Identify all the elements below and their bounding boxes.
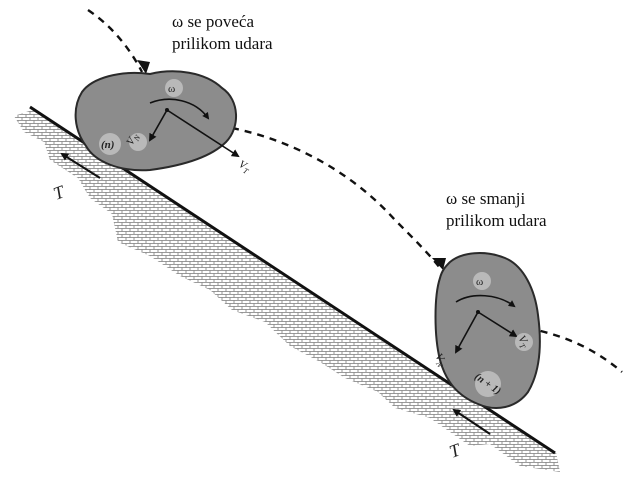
vn-vector-upper <box>149 109 168 142</box>
friction-arrow-upper <box>60 152 101 179</box>
trajectory-incoming <box>87 9 144 73</box>
vt-marker-lower <box>515 333 533 351</box>
vt-label-lower: VT <box>514 334 532 351</box>
vn-label-upper: VN <box>124 130 142 148</box>
rotation-arrow-lower <box>455 294 516 308</box>
vt-vector-lower <box>477 311 518 338</box>
vt-label-upper: VT <box>236 158 253 176</box>
trajectory-arrowhead-1 <box>137 60 150 74</box>
omega-marker-lower <box>473 272 491 290</box>
rock-upper-body <box>74 70 238 172</box>
trajectory <box>87 9 623 373</box>
rock-lower: ω VT VN (n + 1) <box>431 252 541 409</box>
rock-lower-body <box>434 252 541 409</box>
rotation-arrow-upper <box>149 98 210 120</box>
impact-label-upper: (n) <box>101 139 114 151</box>
rock-upper: ω VN VT (n) <box>74 70 253 176</box>
vn-marker-upper <box>129 133 147 151</box>
trajectory-outgoing <box>527 326 623 373</box>
vt-vector-upper <box>166 109 240 158</box>
vn-vector-lower <box>455 311 479 354</box>
vn-label-lower: VN <box>431 352 449 370</box>
impact-marker-upper <box>99 133 121 155</box>
impact-marker-lower <box>475 371 501 397</box>
omega-marker-upper <box>165 79 183 97</box>
friction-arrow-lower <box>452 408 491 435</box>
caption-upper: ω se poveća prilikom udara <box>172 12 273 53</box>
caption-right-line2: prilikom udara <box>446 211 547 230</box>
caption-upper-line2: prilikom udara <box>172 34 273 53</box>
slope-hatching <box>14 110 560 472</box>
trajectory-arrowhead-2 <box>432 258 446 270</box>
friction-label-lower: T <box>447 439 465 462</box>
caption-upper-line1: ω se poveća <box>172 12 254 31</box>
caption-right: ω se smanji prilikom udara <box>446 189 547 230</box>
caption-right-line1: ω se smanji <box>446 189 525 208</box>
friction-label-upper: T <box>51 181 69 204</box>
omega-label-lower: ω <box>476 276 483 288</box>
trajectory-between-impacts <box>231 126 441 269</box>
omega-label-upper: ω <box>168 83 175 95</box>
